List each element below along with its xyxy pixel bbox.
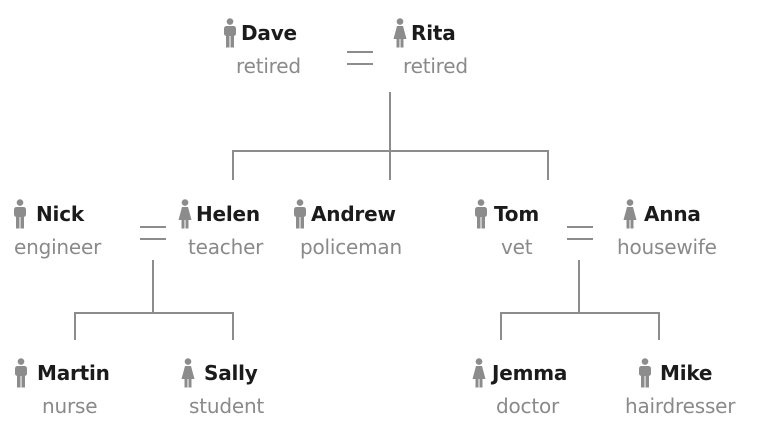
- connector-line: [578, 260, 580, 312]
- connector-line: [500, 312, 660, 314]
- person-name: Jemma: [492, 361, 568, 385]
- person-role: hairdresser: [625, 394, 736, 418]
- person-name: Tom: [494, 202, 539, 226]
- person-name: Sally: [204, 361, 258, 385]
- connector-line: [547, 150, 549, 180]
- person-name: Dave: [241, 21, 297, 45]
- person-role: housewife: [617, 235, 717, 259]
- person-role: student: [189, 394, 265, 418]
- connector-line: [74, 312, 234, 314]
- person-name: Nick: [36, 202, 84, 226]
- connector-line: [389, 150, 391, 180]
- person-role: doctor: [496, 394, 560, 418]
- female-person-icon: [178, 199, 192, 229]
- person-role: retired: [236, 54, 301, 78]
- male-person-icon: [14, 358, 28, 388]
- connector-line: [152, 260, 154, 312]
- connector-line: [389, 92, 391, 150]
- male-person-icon: [223, 18, 237, 48]
- person-name: Andrew: [311, 202, 396, 226]
- connector-line: [658, 312, 660, 340]
- marriage-symbol: [347, 51, 373, 65]
- person-name: Mike: [660, 361, 713, 385]
- connector-line: [232, 312, 234, 340]
- person-name: Rita: [411, 21, 456, 45]
- connector-line: [500, 312, 502, 340]
- person-name: Martin: [37, 361, 110, 385]
- female-person-icon: [393, 18, 407, 48]
- male-person-icon: [13, 199, 27, 229]
- person-name: Helen: [196, 202, 260, 226]
- connector-line: [232, 150, 234, 180]
- person-role: policeman: [300, 235, 402, 259]
- female-person-icon: [623, 199, 637, 229]
- person-role: retired: [403, 54, 468, 78]
- male-person-icon: [293, 199, 307, 229]
- female-person-icon: [181, 358, 195, 388]
- marriage-symbol: [140, 226, 166, 240]
- person-role: teacher: [188, 235, 264, 259]
- person-role: vet: [501, 235, 533, 259]
- male-person-icon: [638, 358, 652, 388]
- marriage-symbol: [567, 226, 593, 240]
- person-role: engineer: [14, 235, 102, 259]
- male-person-icon: [474, 199, 488, 229]
- connector-line: [74, 312, 76, 340]
- person-name: Anna: [644, 202, 701, 226]
- person-role: nurse: [42, 394, 98, 418]
- female-person-icon: [472, 358, 486, 388]
